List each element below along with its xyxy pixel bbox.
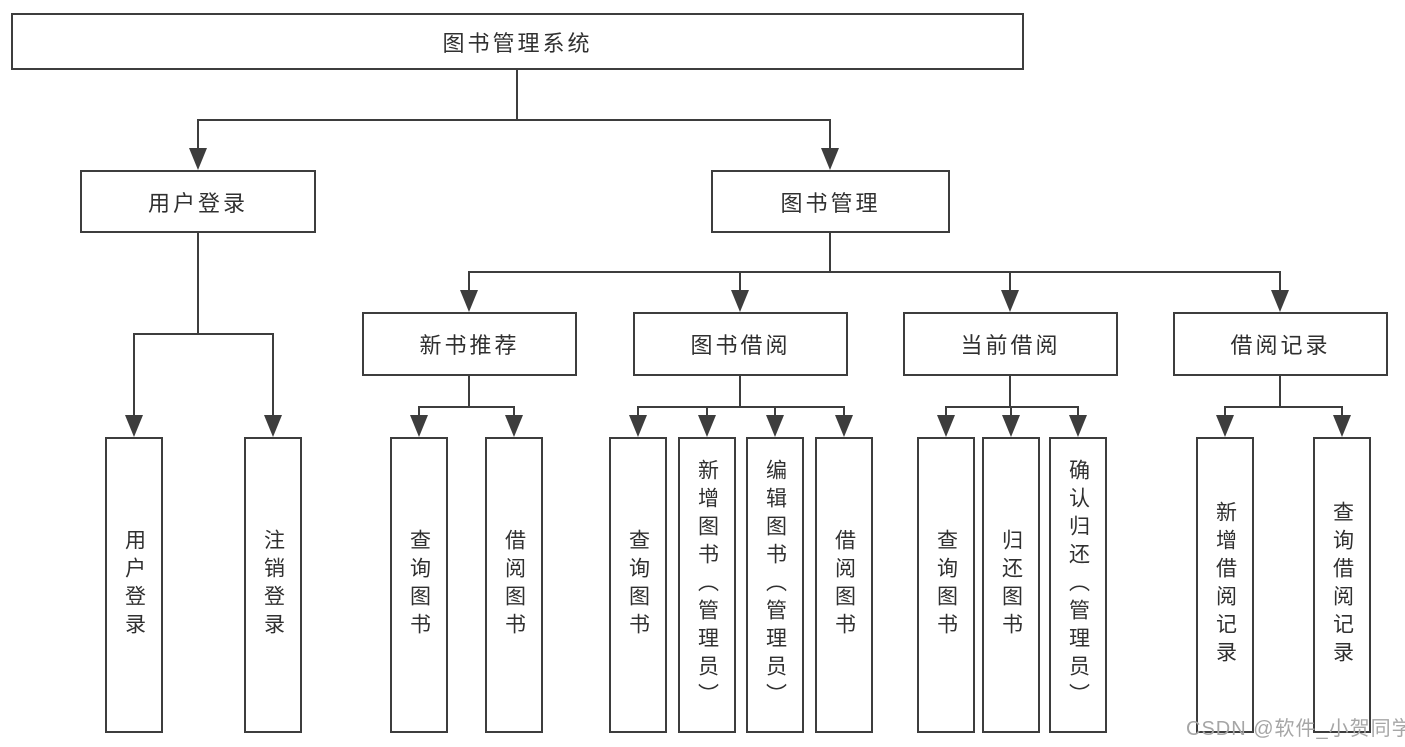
connector-line <box>829 119 831 153</box>
arrowhead-icon <box>766 415 784 437</box>
arrowhead-icon <box>1069 415 1087 437</box>
arrowhead-icon <box>460 290 478 312</box>
leaf-label: 新增图书（管理员） <box>695 459 719 711</box>
leaf-return-book: 归还图书 <box>982 437 1040 733</box>
leaf-query-borrow-record: 查询借阅记录 <box>1313 437 1371 733</box>
arrowhead-icon <box>1271 290 1289 312</box>
connector-line <box>1010 406 1012 419</box>
leaf-label: 查询借阅记录 <box>1330 501 1354 669</box>
connector-line <box>418 406 420 419</box>
leaf-add-book-admin: 新增图书（管理员） <box>678 437 736 733</box>
arrowhead-icon <box>264 415 282 437</box>
connector-line <box>1341 406 1343 419</box>
leaf-edit-book-admin: 编辑图书（管理员） <box>746 437 804 733</box>
connector-line <box>513 406 515 419</box>
connector-line <box>197 119 831 121</box>
arrowhead-icon <box>629 415 647 437</box>
connector-line <box>843 406 845 419</box>
connector-line <box>706 406 708 419</box>
connector-line <box>197 233 199 334</box>
leaf-label: 归还图书 <box>999 529 1023 641</box>
connector-line <box>272 333 274 418</box>
leaf-label: 借阅图书 <box>832 529 856 641</box>
connector-line <box>1224 406 1226 419</box>
node-book-management: 图书管理 <box>711 170 950 233</box>
node-user-login: 用户登录 <box>80 170 316 233</box>
connector-line <box>739 271 741 293</box>
arrowhead-icon <box>410 415 428 437</box>
connector-line <box>1279 376 1281 408</box>
node-library-system: 图书管理系统 <box>11 13 1024 70</box>
leaf-label: 查询图书 <box>626 529 650 641</box>
leaf-user-login: 用户登录 <box>105 437 163 733</box>
node-book-borrowing: 图书借阅 <box>633 312 848 376</box>
connector-line <box>945 406 947 419</box>
arrowhead-icon <box>835 415 853 437</box>
leaf-query-books-current: 查询图书 <box>917 437 975 733</box>
arrowhead-icon <box>821 148 839 170</box>
node-current-borrowing: 当前借阅 <box>903 312 1118 376</box>
connector-line <box>945 406 1079 408</box>
leaf-confirm-return-admin: 确认归还（管理员） <box>1049 437 1107 733</box>
leaf-label: 查询图书 <box>934 529 958 641</box>
connector-line <box>637 406 639 419</box>
arrowhead-icon <box>937 415 955 437</box>
connector-line <box>829 233 831 273</box>
connector-line <box>197 119 199 153</box>
connector-line <box>468 271 470 293</box>
connector-line <box>418 406 515 408</box>
arrowhead-icon <box>505 415 523 437</box>
leaf-label: 编辑图书（管理员） <box>763 459 787 711</box>
leaf-label: 注销登录 <box>261 529 285 641</box>
leaf-add-borrow-record: 新增借阅记录 <box>1196 437 1254 733</box>
arrowhead-icon <box>1333 415 1351 437</box>
csdn-watermark: CSDN @软件_小贺同学 <box>1186 718 1405 740</box>
connector-line <box>739 376 741 408</box>
leaf-label: 新增借阅记录 <box>1213 501 1237 669</box>
node-borrowing-records: 借阅记录 <box>1173 312 1388 376</box>
leaf-logout: 注销登录 <box>244 437 302 733</box>
arrowhead-icon <box>1002 415 1020 437</box>
arrowhead-icon <box>189 148 207 170</box>
leaf-label: 查询图书 <box>407 529 431 641</box>
connector-line <box>1077 406 1079 419</box>
connector-line <box>133 333 135 418</box>
arrowhead-icon <box>731 290 749 312</box>
connector-line <box>468 376 470 408</box>
connector-line <box>468 271 1281 273</box>
leaf-query-books-borrowing: 查询图书 <box>609 437 667 733</box>
connector-line <box>1224 406 1343 408</box>
leaf-borrow-books-recommend: 借阅图书 <box>485 437 543 733</box>
node-new-book-recommend: 新书推荐 <box>362 312 577 376</box>
arrowhead-icon <box>1001 290 1019 312</box>
connector-line <box>774 406 776 419</box>
arrowhead-icon <box>1216 415 1234 437</box>
connector-line <box>637 406 845 408</box>
leaf-label: 用户登录 <box>122 529 146 641</box>
connector-line <box>1279 271 1281 293</box>
connector-line <box>516 70 518 120</box>
connector-line <box>133 333 274 335</box>
leaf-label: 借阅图书 <box>502 529 526 641</box>
connector-line <box>1009 271 1011 293</box>
leaf-borrow-books-borrowing: 借阅图书 <box>815 437 873 733</box>
connector-line <box>1009 376 1011 408</box>
arrowhead-icon <box>698 415 716 437</box>
leaf-label: 确认归还（管理员） <box>1066 459 1090 711</box>
arrowhead-icon <box>125 415 143 437</box>
leaf-query-books-recommend: 查询图书 <box>390 437 448 733</box>
